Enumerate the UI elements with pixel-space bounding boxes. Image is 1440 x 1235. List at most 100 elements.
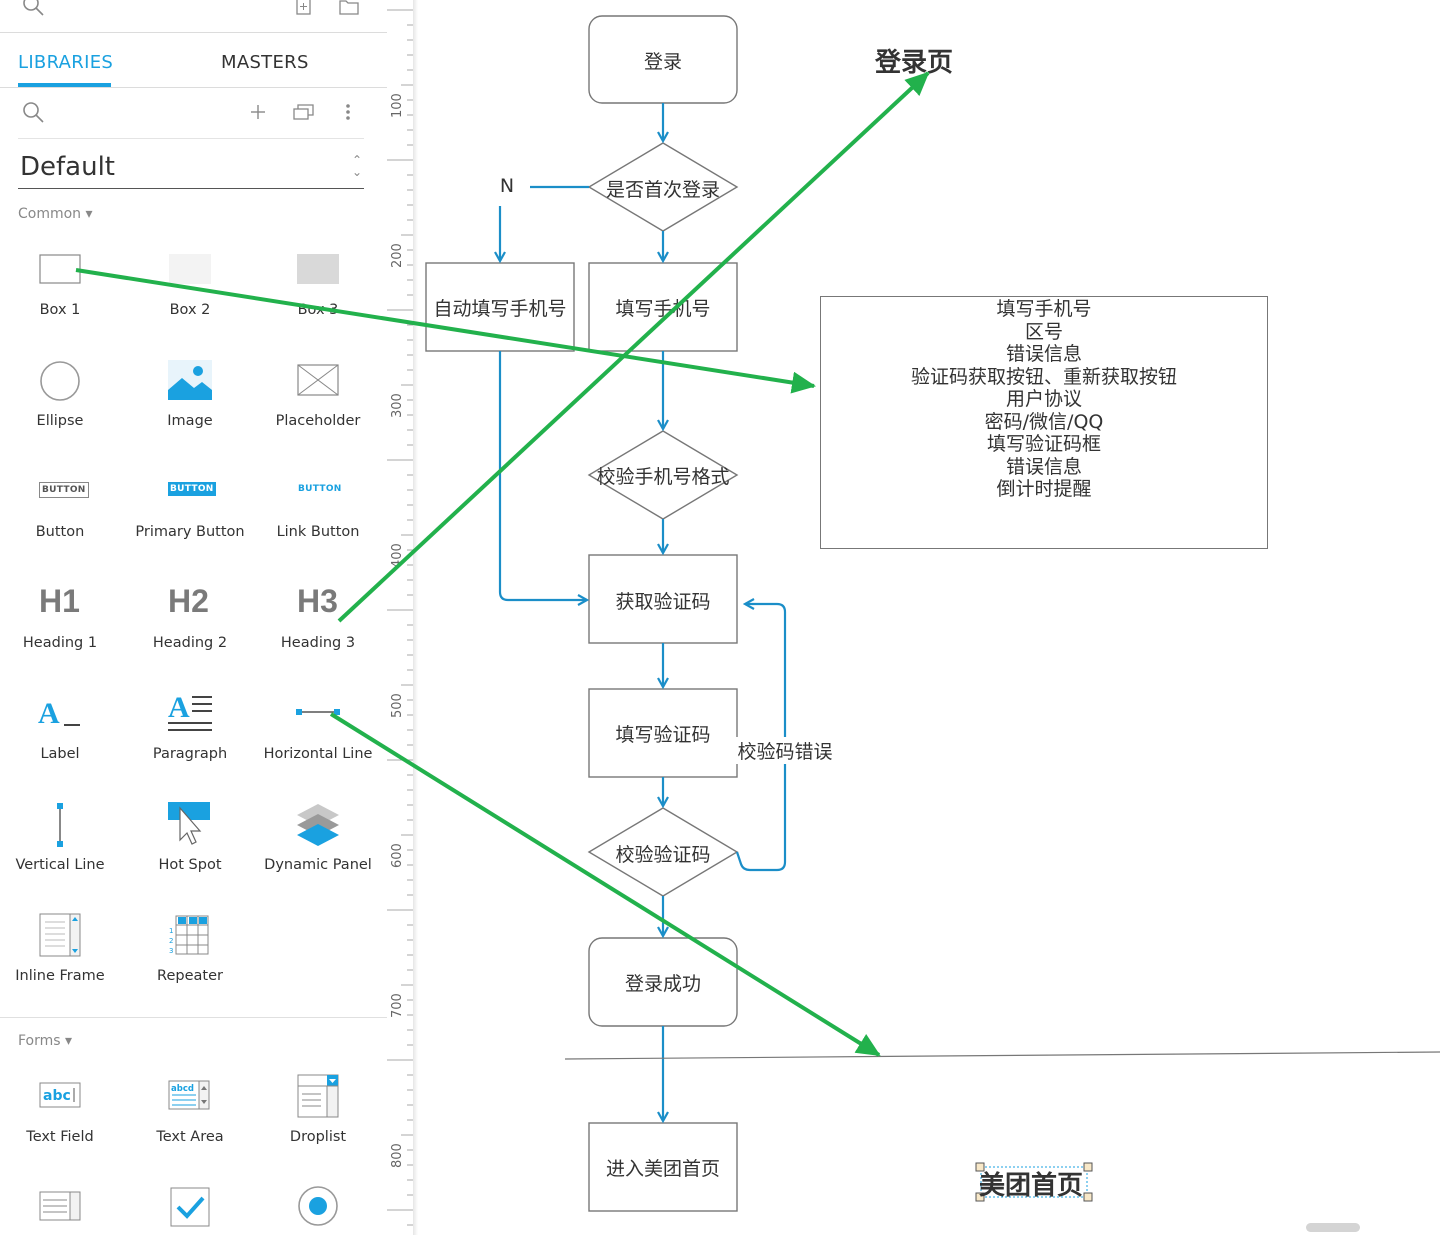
node-login-success-label: 登录成功 [624,973,701,995]
tab-masters[interactable]: MASTERS [221,52,309,73]
node-fill-code-label: 填写验证码 [615,724,711,746]
svg-text:3: 3 [169,947,173,955]
radio-button-icon [298,1186,338,1226]
widget-paragraph[interactable]: A Paragraph [126,687,254,797]
horizontal-line-icon [296,709,340,715]
widget-label: Repeater [157,968,223,984]
repeater-icon: 123 [169,915,209,955]
widget-vertical-line[interactable]: Vertical Line [0,798,124,908]
inline-frame-icon [39,913,81,957]
search-icon[interactable] [22,0,46,18]
primary-button-icon: BUTTON [168,482,216,496]
widget-label: Box 1 [39,302,81,318]
library-windows-icon[interactable] [293,103,315,121]
note-line: 验证码获取按钮、重新获取按钮 [910,365,1177,388]
node-check-phone-format-label: 校验手机号格式 [596,466,730,488]
add-library-icon[interactable] [250,104,266,120]
text-field-glyph: abc [43,1088,71,1104]
note-line: 错误信息 [1005,455,1082,478]
widget-label: Image [167,413,213,429]
dynamic-panel-icon [297,804,339,846]
branch-n-label: N [499,175,515,197]
login-page-elements-note[interactable]: 填写手机号 区号 错误信息 验证码获取按钮、重新获取按钮 用户协议 密码/微信/… [820,296,1268,549]
node-first-login-label: 是否首次登录 [605,179,720,201]
tab-libraries[interactable]: LIBRARIES [18,52,114,73]
add-page-icon[interactable] [296,0,312,16]
login-page-title[interactable]: 登录页 [875,48,954,78]
widget-primary-button[interactable]: BUTTON Primary Button [126,465,254,575]
widget-list-box[interactable] [0,1181,124,1235]
checkbox-icon [170,1187,210,1227]
selection-handles[interactable] [975,1162,1093,1202]
heading2-icon: H2 [168,583,209,619]
widget-text-field[interactable]: abc Text Field [0,1070,124,1180]
widget-label: Label [40,746,80,762]
widget-checkbox[interactable] [126,1181,254,1235]
svg-text:1: 1 [169,927,173,935]
widget-ellipse[interactable]: Ellipse [0,354,124,464]
paragraph-icon: A [168,691,212,731]
panel-top-toolbar [0,0,387,33]
widget-label: Primary Button [135,524,245,540]
widget-radio-button[interactable] [254,1181,382,1235]
widget-label: Ellipse [36,413,84,429]
note-line: 用户协议 [1005,388,1082,410]
node-get-code-label: 获取验证码 [615,591,711,613]
page-separator-line[interactable] [564,1051,1440,1060]
horizontal-scrollbar-thumb[interactable] [1306,1223,1360,1232]
note-lines: 填写手机号 区号 错误信息 验证码获取按钮、重新获取按钮 用户协议 密码/微信/… [821,298,1267,501]
svg-text:A: A [38,697,60,729]
heading1-icon: H1 [39,583,80,619]
text-area-icon: abcd [168,1080,210,1110]
heading3-icon: H3 [297,583,338,619]
note-line: 区号 [1024,320,1063,343]
library-search-icon[interactable] [22,101,46,125]
label-icon: A [38,697,80,729]
widget-label: Vertical Line [15,857,105,873]
widget-label: Text Area [156,1129,224,1145]
widget-heading3[interactable]: H3 Heading 3 [254,576,382,686]
node-enter-home[interactable] [588,1122,738,1212]
button-icon: BUTTON [39,482,89,498]
widget-inline-frame[interactable]: Inline Frame [0,909,124,1019]
widget-label: Heading 2 [152,635,228,651]
node-login-label: 登录 [643,51,682,73]
section-divider [0,1017,387,1018]
note-line: 填写验证码框 [986,433,1101,455]
widget-button[interactable]: BUTTON Button [0,465,124,575]
section-common-header[interactable]: Common ▾ [18,206,93,222]
widget-label: Inline Frame [15,968,105,984]
toolbar-divider [18,138,364,139]
widget-hot-spot[interactable]: Hot Spot [126,798,254,908]
add-folder-icon[interactable] [339,0,359,16]
widget-label: Hot Spot [158,857,222,873]
node-check-code-label: 校验验证码 [615,844,711,866]
note-line: 密码/微信/QQ [984,410,1104,433]
node-enter-home-label: 进入美团首页 [605,1158,720,1180]
widget-droplist[interactable]: Droplist [254,1070,382,1180]
node-auto-fill-phone-label: 自动填写手机号 [433,298,567,320]
text-area-glyph: abcd [171,1084,194,1094]
widget-heading1[interactable]: H1 Heading 1 [0,576,124,686]
widget-box1[interactable]: Box 1 [0,243,124,353]
connector-auto-fill-to-get-code[interactable] [498,351,587,600]
link-button-icon: BUTTON [298,484,342,494]
widget-heading2[interactable]: H2 Heading 2 [126,576,254,686]
tabs-divider [0,87,387,88]
widget-label: Droplist [289,1129,347,1145]
widget-label-item[interactable]: A Label [0,687,124,797]
widget-text-area[interactable]: abcd Text Area [126,1070,254,1180]
svg-text:A: A [168,691,190,724]
note-line: 错误信息 [1005,343,1082,365]
section-forms-header[interactable]: Forms ▾ [18,1033,73,1049]
active-tab-indicator [18,83,111,87]
widget-label: Button [35,524,85,540]
library-select-value: Default [20,152,115,182]
widget-label: Heading 1 [22,635,98,651]
node-fill-phone-label: 填写手机号 [615,298,711,320]
text-field-icon: abc [39,1082,81,1108]
meituan-home-title[interactable]: 美团首页 [979,1171,1084,1201]
widget-label: Heading 3 [280,635,356,651]
list-box-icon [39,1191,81,1221]
